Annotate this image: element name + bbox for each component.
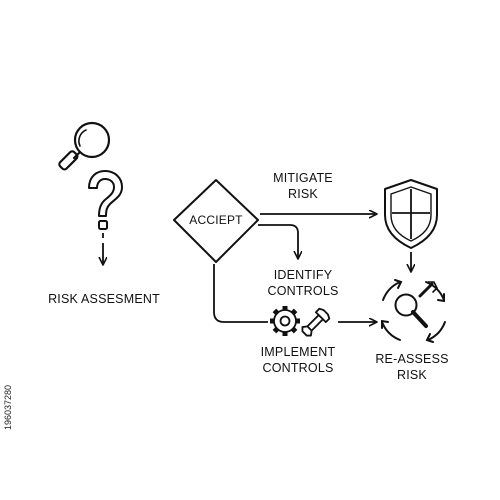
reassess-line-1: RE-ASSESS <box>375 352 449 366</box>
accept-decision-diamond <box>173 179 259 263</box>
stock-id-watermark: 196037280 <box>3 385 13 430</box>
identify-line-1: IDENTIFY <box>273 268 333 282</box>
risk-assessment-text: RISK ASSESMENT <box>48 292 160 306</box>
label-accept: ACCIEPT <box>176 212 256 228</box>
implement-line-2: CONTROLS <box>262 361 334 375</box>
implement-connector <box>213 264 268 323</box>
accept-text: ACCIEPT <box>189 213 243 227</box>
label-risk-assessment: RISK ASSESMENT <box>36 291 172 307</box>
question-mark-icon <box>88 170 123 230</box>
mitigate-line-2: RISK <box>288 187 318 201</box>
gear-icon <box>270 306 300 336</box>
wrench-icon <box>301 307 331 337</box>
mitigate-line-1: MITIGATE <box>273 171 333 185</box>
identify-arrow <box>258 224 298 258</box>
shield-icon <box>384 179 438 249</box>
magnifier-icon <box>58 121 111 171</box>
reassess-cycle-icon <box>381 279 446 343</box>
label-implement-controls: IMPLEMENT CONTROLS <box>248 344 348 376</box>
label-mitigate-risk: MITIGATE RISK <box>257 170 349 202</box>
label-reassess-risk: RE-ASSESS RISK <box>362 351 462 383</box>
label-identify-controls: IDENTIFY CONTROLS <box>256 267 350 299</box>
stock-id-text: 196037280 <box>3 384 13 430</box>
identify-line-2: CONTROLS <box>267 284 339 298</box>
implement-line-1: IMPLEMENT <box>260 345 336 359</box>
reassess-line-2: RISK <box>397 368 427 382</box>
